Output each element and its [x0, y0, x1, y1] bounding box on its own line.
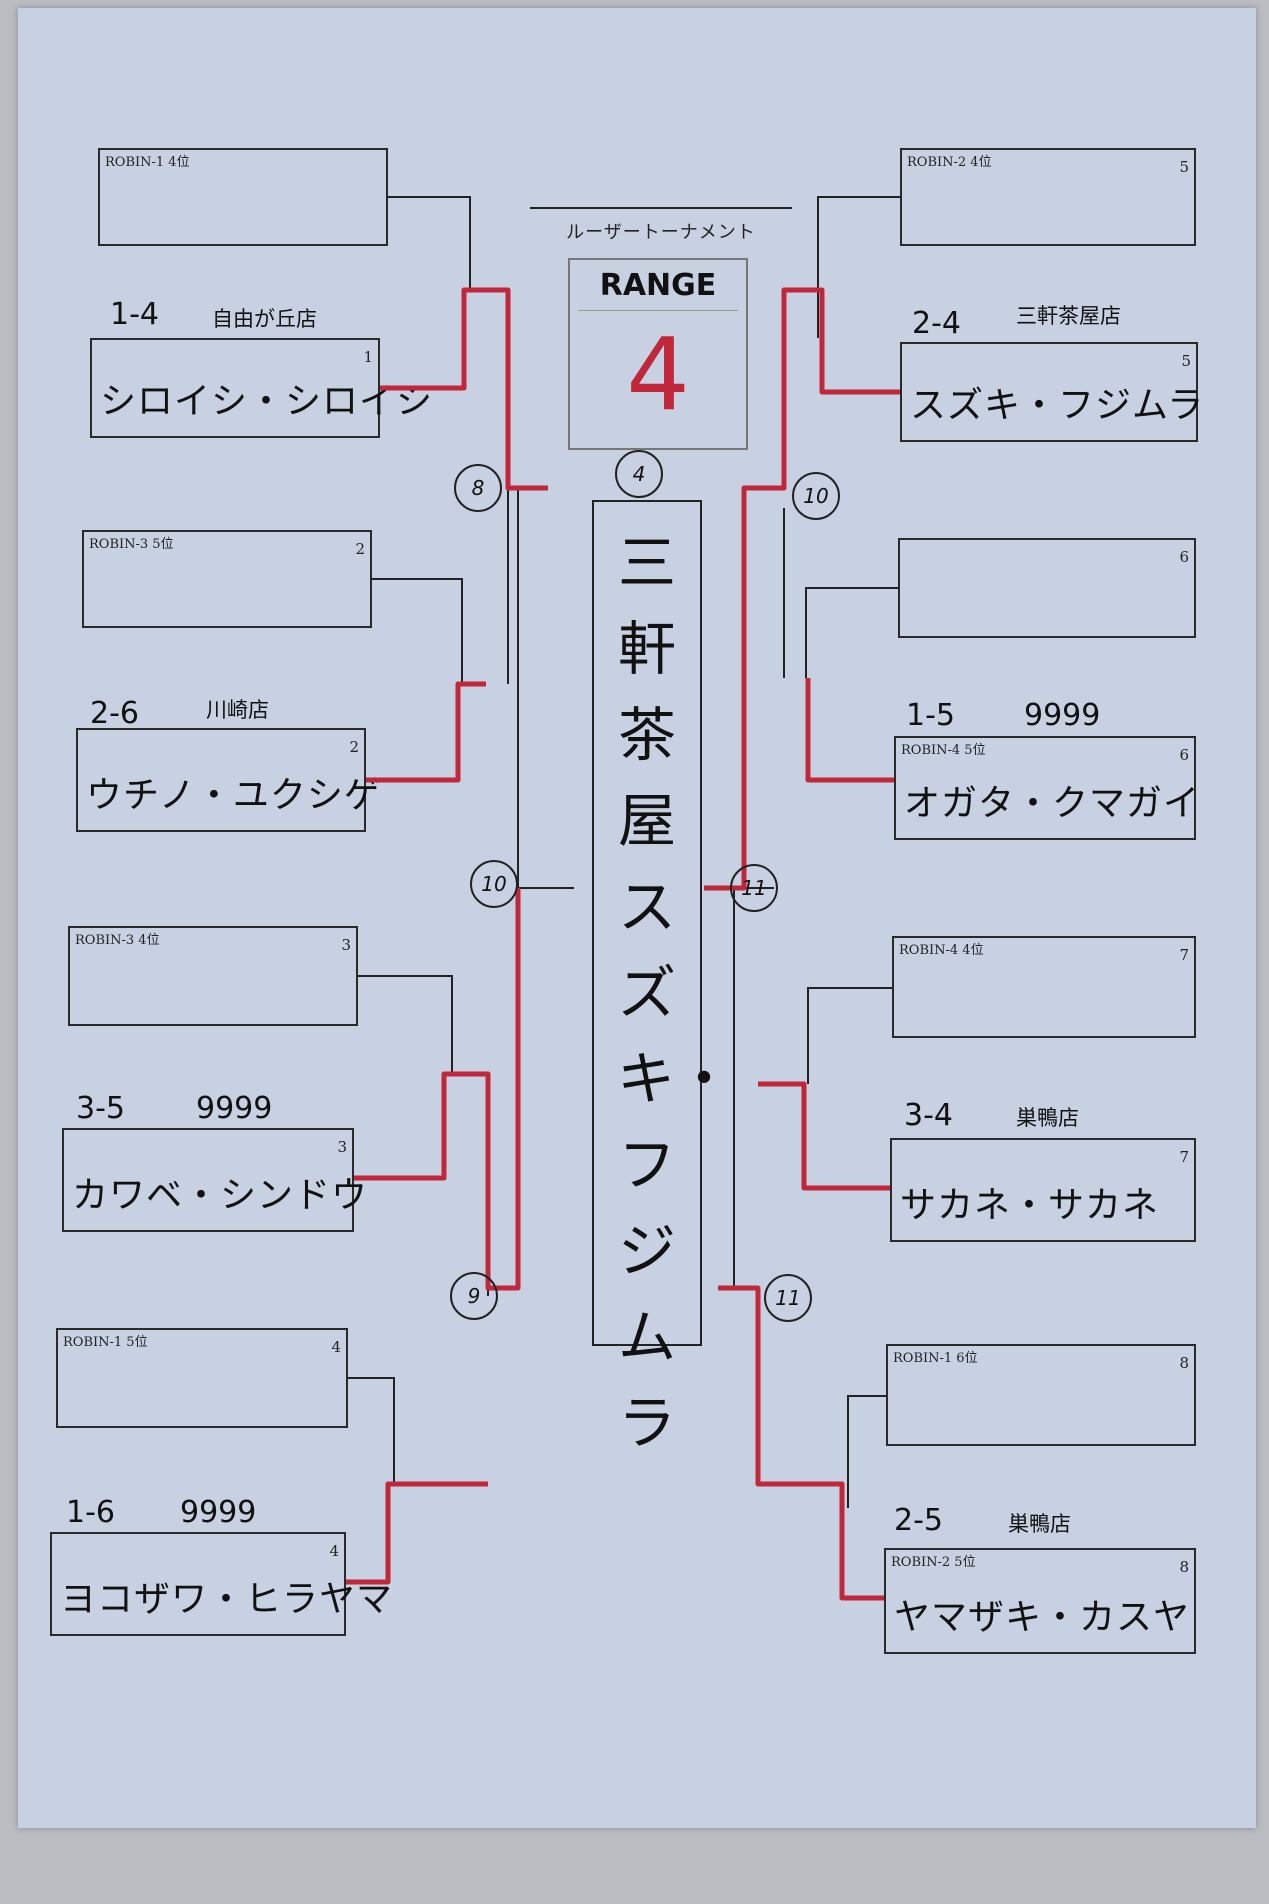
seed-number: 8: [1179, 1354, 1189, 1372]
bracket-sheet: ルーザートーナメント RANGE 4 4 三軒茶屋 スズキ・フジムラ ROBIN…: [18, 8, 1256, 1828]
seed-number: 6: [1179, 746, 1189, 764]
slot-prefix: ROBIN-3 4位: [75, 933, 160, 948]
right-win-path: [704, 287, 900, 891]
seed-number: 3: [341, 936, 351, 954]
right-r1-line: [817, 196, 900, 338]
team-name: スズキ・フジムラ: [910, 385, 1205, 426]
left-win-path: [380, 287, 548, 491]
match-code: 2-6: [90, 696, 139, 731]
team-name: ヤマザキ・カスヤ: [894, 1597, 1191, 1638]
team-name: カワベ・シンドウ: [72, 1175, 369, 1216]
match-code: 2-4: [912, 306, 961, 341]
slot-prefix: ROBIN-2 5位: [891, 1555, 976, 1570]
right-slot-5: ROBIN-4 4位 7: [892, 936, 1196, 1038]
right-slot-8: ROBIN-2 5位 8 ヤマザキ・カスヤ: [884, 1548, 1196, 1654]
seed-number: 2: [355, 540, 365, 558]
slot-prefix: ROBIN-3 5位: [89, 537, 174, 552]
seed-number: 5: [1179, 158, 1189, 176]
left-slot-3: ROBIN-3 5位 2: [82, 530, 372, 628]
right-r1-line: [805, 587, 898, 678]
winner-name: 三軒茶屋 スズキ・フジムラ: [617, 529, 734, 1457]
match-code: 3-5: [76, 1091, 125, 1126]
right-r1-line: [847, 1395, 886, 1508]
left-win-path: [346, 1481, 488, 1585]
left-slot-8: 4 ヨコザワ・ヒラヤマ: [50, 1532, 392, 1636]
match-mark-right-center: 11: [730, 864, 778, 912]
range-number: 4: [626, 316, 690, 433]
match-mark-right-lower: 11: [764, 1274, 812, 1322]
slot-prefix: ROBIN-4 4位: [899, 943, 984, 958]
right-slot-1: ROBIN-2 4位 5: [900, 148, 1196, 246]
right-win-path: [758, 1081, 890, 1191]
header-rule: [530, 207, 792, 209]
shop-label: 川崎店: [206, 698, 269, 722]
left-win-path: [354, 888, 521, 1291]
team-name: オガタ・クマガイ: [904, 783, 1201, 824]
range-box: RANGE 4: [568, 258, 748, 450]
seed-number: 4: [329, 1542, 339, 1560]
match-mark-left-upper: 8: [454, 464, 502, 512]
match-mark-right-upper: 10: [792, 472, 840, 520]
seed-number: 4: [331, 1338, 341, 1356]
left-slot-1: ROBIN-1 4位: [98, 148, 388, 246]
match-code: 3-4: [904, 1098, 953, 1133]
left-win-path: [366, 681, 486, 783]
slot-prefix: ROBIN-4 5位: [901, 743, 986, 758]
match-mark-left-center: 10: [470, 860, 518, 908]
left-slot-2: 1 シロイシ・シロイシ: [90, 338, 432, 438]
seed-number: 5: [1181, 352, 1191, 370]
left-slot-5: ROBIN-3 4位 3: [68, 926, 358, 1026]
winner-match-mark: 4: [615, 450, 663, 498]
shop-label: 9999: [196, 1091, 273, 1126]
slot-prefix: ROBIN-1 4位: [105, 155, 190, 170]
match-code: 1-4: [110, 297, 159, 332]
seed-number: 8: [1179, 1558, 1189, 1576]
slot-prefix: ROBIN-1 6位: [893, 1351, 978, 1366]
right-win-path: [805, 678, 894, 783]
right-slot-7: ROBIN-1 6位 8: [886, 1344, 1196, 1446]
right-slot-2: 5 スズキ・フジムラ: [900, 342, 1205, 442]
match-code: 1-5: [906, 698, 955, 733]
left-r3-line: [517, 488, 574, 889]
seed-number: 3: [337, 1138, 347, 1156]
left-r1-line: [388, 196, 471, 290]
range-divider: [578, 310, 738, 311]
left-slot-4: 2 ウチノ・ユクシゲ: [76, 728, 381, 832]
left-slot-7: ROBIN-1 5位 4: [56, 1328, 348, 1428]
slot-prefix: ROBIN-1 5位: [63, 1335, 148, 1350]
right-r1-line: [807, 987, 892, 1084]
shop-label: 三軒茶屋店: [1016, 304, 1121, 328]
shop-label: 自由が丘店: [212, 307, 317, 331]
seed-number: 6: [1179, 548, 1189, 566]
match-code: 1-6: [66, 1495, 115, 1530]
shop-label: 巣鴨店: [1016, 1106, 1079, 1130]
seed-number: 7: [1179, 946, 1189, 964]
match-code: 2-5: [894, 1503, 943, 1538]
left-r1-line: [372, 578, 463, 684]
right-slot-6: 7 サカネ・サカネ: [890, 1138, 1196, 1242]
tournament-subtitle: ルーザートーナメント: [566, 222, 756, 243]
match-mark-left-lower: 9: [450, 1272, 498, 1320]
seed-number: 2: [349, 738, 359, 756]
shop-label: 巣鴨店: [1008, 1512, 1071, 1536]
bracket-lines: [346, 196, 900, 1601]
winner-box: 三軒茶屋 スズキ・フジムラ: [592, 500, 733, 1457]
right-win-path: [718, 1285, 884, 1601]
team-name: サカネ・サカネ: [900, 1185, 1160, 1226]
right-slot-3: 6: [898, 538, 1196, 638]
left-r1-line: [348, 1377, 395, 1484]
shop-label: 9999: [180, 1495, 257, 1530]
range-label: RANGE: [599, 268, 717, 303]
right-slot-4: ROBIN-4 5位 6 オガタ・クマガイ: [894, 736, 1201, 840]
seed-number: 1: [363, 348, 373, 366]
left-r1-line: [358, 975, 453, 1074]
seed-number: 7: [1179, 1148, 1189, 1166]
slot-prefix: ROBIN-2 4位: [907, 155, 992, 170]
team-name: ウチノ・ユクシゲ: [86, 775, 381, 816]
shop-label: 9999: [1024, 698, 1101, 733]
right-r2-line: [733, 887, 774, 1288]
left-slot-6: 3 カワベ・シンドウ: [62, 1128, 369, 1232]
